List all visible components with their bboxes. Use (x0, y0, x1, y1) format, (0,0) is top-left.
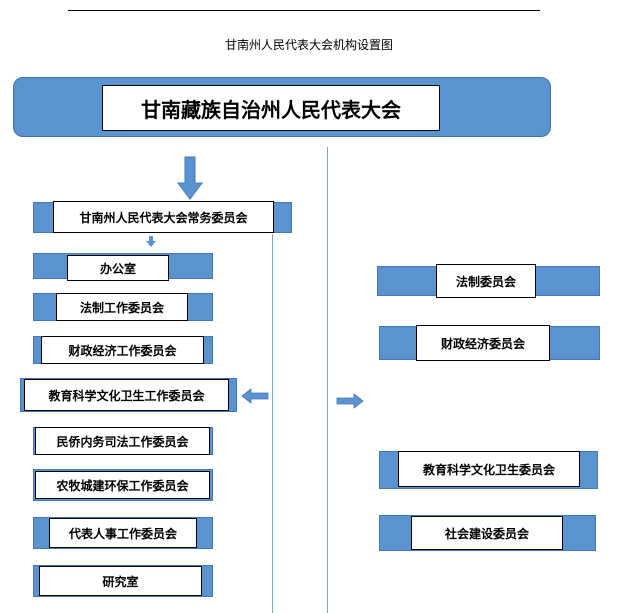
committee-label-education: 教育科学文化卫生委员会 (398, 451, 580, 487)
unit-label-research-office: 研究室 (39, 566, 202, 596)
committee-label-finance: 财政经济委员会 (416, 325, 550, 361)
unit-label-legal-work: 法制工作委员会 (56, 293, 188, 321)
standing-connector-line (272, 234, 273, 613)
down-arrow-icon (177, 156, 203, 200)
left-arrow-icon (241, 388, 269, 404)
divider-line (327, 147, 328, 613)
right-arrow-icon (336, 393, 364, 409)
unit-label-deputy-personnel-work: 代表人事工作委员会 (49, 518, 197, 548)
unit-label-finance-work: 财政经济工作委员会 (41, 336, 204, 364)
unit-label-education-work: 教育科学文化卫生工作委员会 (24, 379, 229, 411)
committee-label-legal: 法制委员会 (436, 264, 536, 298)
unit-label-office: 办公室 (67, 255, 169, 281)
page-title: 甘南州人民代表大会机构设置图 (224, 38, 393, 52)
unit-label-agriculture-environment-work: 农牧城建环保工作委员会 (35, 471, 210, 499)
top-body-label: 甘南藏族自治州人民代表大会 (102, 85, 440, 131)
unit-label-overseas-judicial-work: 民侨内务司法工作委员会 (35, 427, 210, 455)
small-down-arrow-icon (146, 236, 156, 247)
top-rule (68, 10, 540, 11)
standing-committee-label: 甘南州人民代表大会常务委员会 (53, 201, 274, 233)
committee-label-social-construction: 社会建设委员会 (411, 516, 563, 550)
